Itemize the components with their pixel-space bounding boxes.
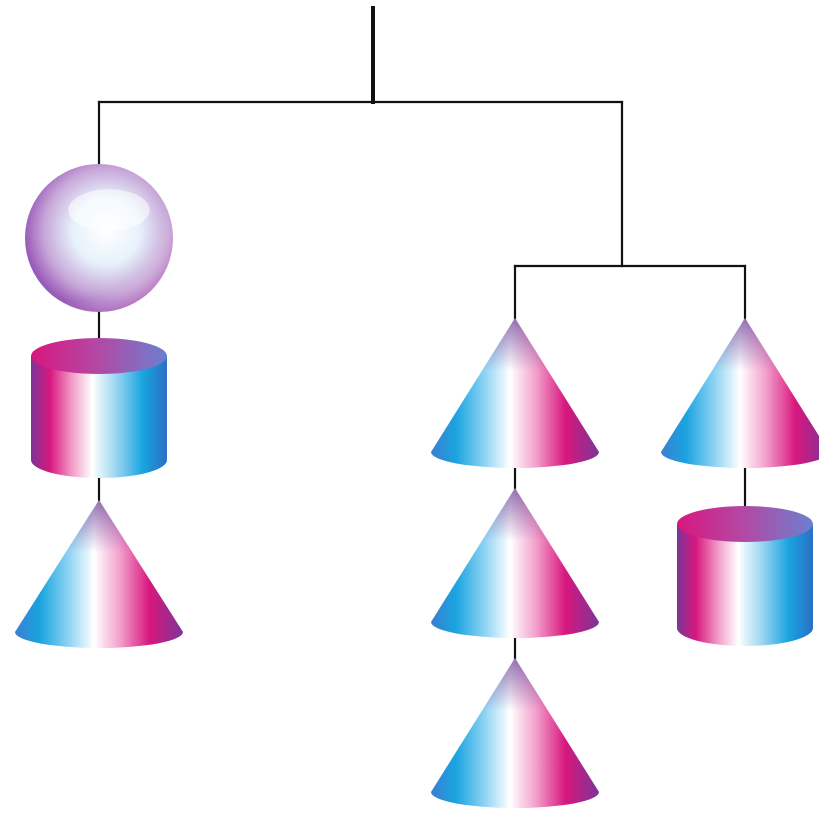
cone-shape bbox=[661, 318, 819, 468]
sphere-shape bbox=[25, 164, 173, 312]
cone-apex-shade bbox=[15, 500, 183, 648]
cone-shape bbox=[431, 658, 599, 808]
cone-shape bbox=[15, 500, 183, 648]
cylinder-top bbox=[677, 506, 813, 542]
cone-apex-shade bbox=[431, 488, 599, 638]
cone-apex-shade bbox=[431, 658, 599, 808]
mobile-shapes bbox=[15, 164, 819, 808]
cone-shape bbox=[431, 318, 599, 468]
sphere-highlight bbox=[68, 189, 150, 231]
cone-shape bbox=[431, 488, 599, 638]
cone-apex-shade bbox=[431, 318, 599, 468]
cylinder-shape bbox=[31, 338, 167, 478]
cylinder-top bbox=[31, 338, 167, 374]
sphere-rim bbox=[25, 164, 173, 312]
cone-apex-shade bbox=[661, 318, 819, 468]
cylinder-body bbox=[677, 524, 813, 646]
cylinder-shape bbox=[677, 506, 813, 646]
mobile-strings bbox=[97, 6, 747, 664]
cylinder-body bbox=[31, 356, 167, 478]
